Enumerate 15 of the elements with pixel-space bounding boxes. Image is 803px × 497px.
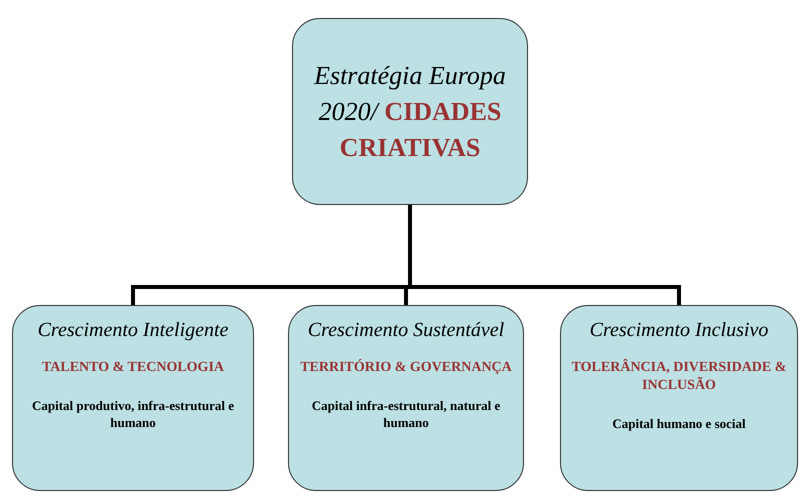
heading-text: Crescimento Inclusivo xyxy=(588,318,770,343)
heading-text: Crescimento Sustentável xyxy=(306,318,506,343)
theme-text: TALENTO & TECNOLOGIA xyxy=(40,359,226,377)
rounded-box xyxy=(12,305,254,491)
rounded-box xyxy=(288,305,524,491)
theme-text: TERRITÓRIO & GOVERNANÇA xyxy=(299,359,513,377)
capital-text: Capital produtivo, infra-estrutural e humano xyxy=(31,397,235,431)
theme-text: TOLERÂNCIA, DIVERSIDADE & INCLUSÃO xyxy=(570,359,788,395)
heading-text: Crescimento Inteligente xyxy=(36,318,230,343)
connector-line xyxy=(408,205,681,305)
rounded-box xyxy=(292,18,528,205)
title-text: Estratégia Europa 2020/ CIDADES CRIATIVAS xyxy=(312,60,507,164)
capital-text: Capital infra-estrutural, natural e humano xyxy=(310,397,502,431)
capital-text: Capital humano e social xyxy=(611,415,747,432)
rounded-box xyxy=(560,305,798,491)
